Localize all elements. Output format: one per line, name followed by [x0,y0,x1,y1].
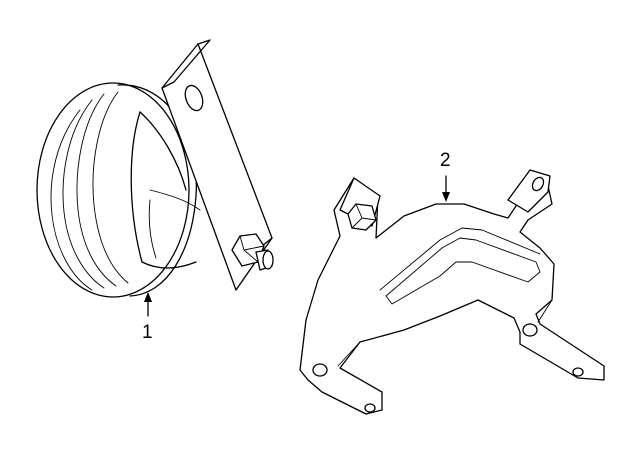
horn-bell [36,82,201,298]
callout-label-2: 2 [440,150,451,171]
callout-1-leader [144,292,152,317]
bracket-hole-foot-right [572,367,584,377]
plate-mounting-hole [184,84,204,112]
horn-part[interactable] [36,39,274,298]
horn-terminal-nut [231,233,274,271]
callout-label-1: 1 [142,322,153,343]
bracket-hole-left [312,363,328,377]
callout-2-leader [442,175,450,202]
horn-mounting-plate [161,39,273,291]
bracket-hole-right [522,323,538,337]
bracket-upper-tab [507,169,551,213]
bracket-weld-nut [339,177,381,231]
bracket-hole-foot-left [364,403,376,413]
bracket-part[interactable] [299,169,605,415]
